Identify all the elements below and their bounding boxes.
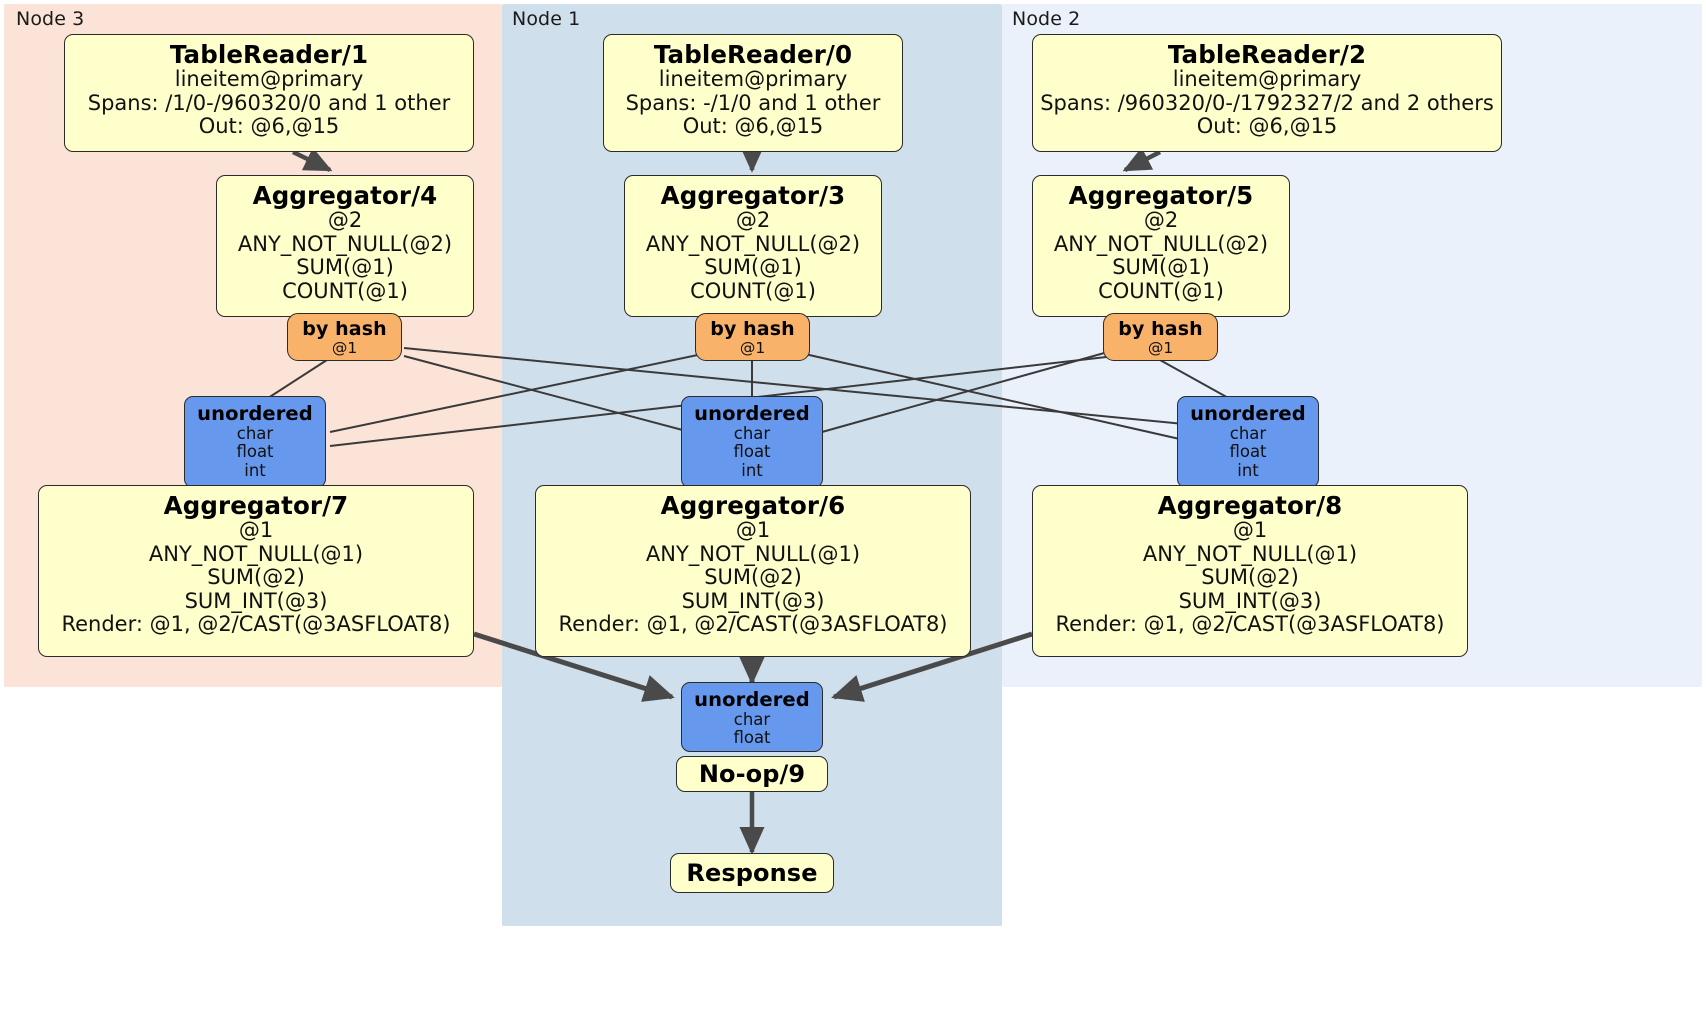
aggregator-func-3: COUNT(@1) [282,278,408,303]
synchronizer-type-2: float [1229,442,1267,462]
synchronizer-node3[interactable]: unordered char float int [184,396,326,488]
table-reader-title: TableReader/2 [1167,40,1367,69]
synchronizer-type-1: char [236,423,274,443]
synchronizer-type-2: float [236,442,274,462]
aggregator-group-cols: @1 [238,518,274,543]
aggregator-title: Aggregator/7 [163,491,349,520]
aggregator-func-3: SUM_INT(@3) [184,588,328,613]
aggregator-func-2: SUM(@1) [704,255,802,280]
synchronizer-type-2: float [733,442,771,462]
synchronizer-title: unordered [694,402,810,425]
router-hash-col: @1 [331,339,358,358]
table-reader-out: Out: @6,@15 [682,114,824,139]
aggregator-func-3: COUNT(@1) [690,278,816,303]
hash-router-node3[interactable]: by hash @1 [287,313,402,361]
synchronizer-type-2: float [733,728,771,748]
aggregator-func-1: ANY_NOT_NULL(@2) [645,231,861,256]
aggregator-title: Aggregator/4 [252,181,438,210]
aggregator-render: Render: @1, @2/CAST(@3ASFLOAT8) [61,611,451,636]
table-reader-spans: Spans: -/1/0 and 1 other [625,90,881,115]
final-aggregator-node2[interactable]: Aggregator/8 @1 ANY_NOT_NULL(@1) SUM(@2)… [1032,485,1468,657]
response-node[interactable]: Response [670,853,834,893]
aggregator-func-2: SUM(@1) [1112,255,1210,280]
router-title: by hash [710,318,795,340]
router-title: by hash [302,318,387,340]
synchronizer-type-3: int [1237,460,1259,480]
synchronizer-final[interactable]: unordered char float [681,682,823,752]
table-reader-spans: Spans: /1/0-/960320/0 and 1 other [87,90,451,115]
aggregator-func-3: SUM_INT(@3) [681,588,825,613]
aggregator-group-cols: @2 [1143,208,1179,233]
response-title: Response [686,858,818,887]
aggregator-func-3: COUNT(@1) [1098,278,1224,303]
final-aggregator-node1[interactable]: Aggregator/6 @1 ANY_NOT_NULL(@1) SUM(@2)… [535,485,971,657]
local-aggregator-node3[interactable]: Aggregator/4 @2 ANY_NOT_NULL(@2) SUM(@1)… [216,175,474,317]
synchronizer-title: unordered [1190,402,1306,425]
table-reader-node1[interactable]: TableReader/0 lineitem@primary Spans: -/… [603,34,903,152]
node-panel-label-node1: Node 1 [512,8,581,30]
node-panel-label-node3: Node 3 [16,8,85,30]
noop-processor[interactable]: No-op/9 [676,756,828,792]
aggregator-func-1: ANY_NOT_NULL(@1) [148,541,364,566]
table-reader-spans: Spans: /960320/0-/1792327/2 and 2 others [1040,90,1494,115]
aggregator-render: Render: @1, @2/CAST(@3ASFLOAT8) [558,611,948,636]
synchronizer-type-1: char [1229,423,1267,443]
table-reader-table: lineitem@primary [174,67,364,92]
synchronizer-type-1: char [733,423,771,443]
aggregator-func-2: SUM(@2) [1201,565,1299,590]
router-hash-col: @1 [739,339,766,358]
synchronizer-type-3: int [741,460,763,480]
synchronizer-node1[interactable]: unordered char float int [681,396,823,488]
aggregator-func-1: ANY_NOT_NULL(@2) [1053,231,1269,256]
aggregator-func-1: ANY_NOT_NULL(@2) [237,231,453,256]
synchronizer-title: unordered [694,688,810,711]
table-reader-node2[interactable]: TableReader/2 lineitem@primary Spans: /9… [1032,34,1502,152]
aggregator-func-2: SUM(@1) [296,255,394,280]
synchronizer-type-3: int [244,460,266,480]
synchronizer-title: unordered [197,402,313,425]
noop-title: No-op/9 [698,759,806,788]
synchronizer-type-1: char [733,709,771,729]
node-panel-label-node2: Node 2 [1012,8,1081,30]
aggregator-func-2: SUM(@2) [207,565,305,590]
aggregator-group-cols: @2 [327,208,363,233]
table-reader-title: TableReader/1 [169,40,369,69]
hash-router-node2[interactable]: by hash @1 [1103,313,1218,361]
aggregator-render: Render: @1, @2/CAST(@3ASFLOAT8) [1055,611,1445,636]
aggregator-func-2: SUM(@2) [704,565,802,590]
local-aggregator-node2[interactable]: Aggregator/5 @2 ANY_NOT_NULL(@2) SUM(@1)… [1032,175,1290,317]
aggregator-func-1: ANY_NOT_NULL(@1) [645,541,861,566]
table-reader-out: Out: @6,@15 [198,114,340,139]
table-reader-table: lineitem@primary [658,67,848,92]
aggregator-title: Aggregator/3 [660,181,846,210]
aggregator-group-cols: @1 [735,518,771,543]
aggregator-func-3: SUM_INT(@3) [1178,588,1322,613]
aggregator-title: Aggregator/6 [660,491,846,520]
table-reader-table: lineitem@primary [1172,67,1362,92]
router-title: by hash [1118,318,1203,340]
aggregator-func-1: ANY_NOT_NULL(@1) [1142,541,1358,566]
table-reader-node3[interactable]: TableReader/1 lineitem@primary Spans: /1… [64,34,474,152]
aggregator-title: Aggregator/5 [1068,181,1254,210]
hash-router-node1[interactable]: by hash @1 [695,313,810,361]
table-reader-title: TableReader/0 [653,40,853,69]
aggregator-group-cols: @1 [1232,518,1268,543]
synchronizer-node2[interactable]: unordered char float int [1177,396,1319,488]
local-aggregator-node1[interactable]: Aggregator/3 @2 ANY_NOT_NULL(@2) SUM(@1)… [624,175,882,317]
aggregator-title: Aggregator/8 [1157,491,1343,520]
aggregator-group-cols: @2 [735,208,771,233]
table-reader-out: Out: @6,@15 [1196,114,1338,139]
router-hash-col: @1 [1147,339,1174,358]
final-aggregator-node3[interactable]: Aggregator/7 @1 ANY_NOT_NULL(@1) SUM(@2)… [38,485,474,657]
